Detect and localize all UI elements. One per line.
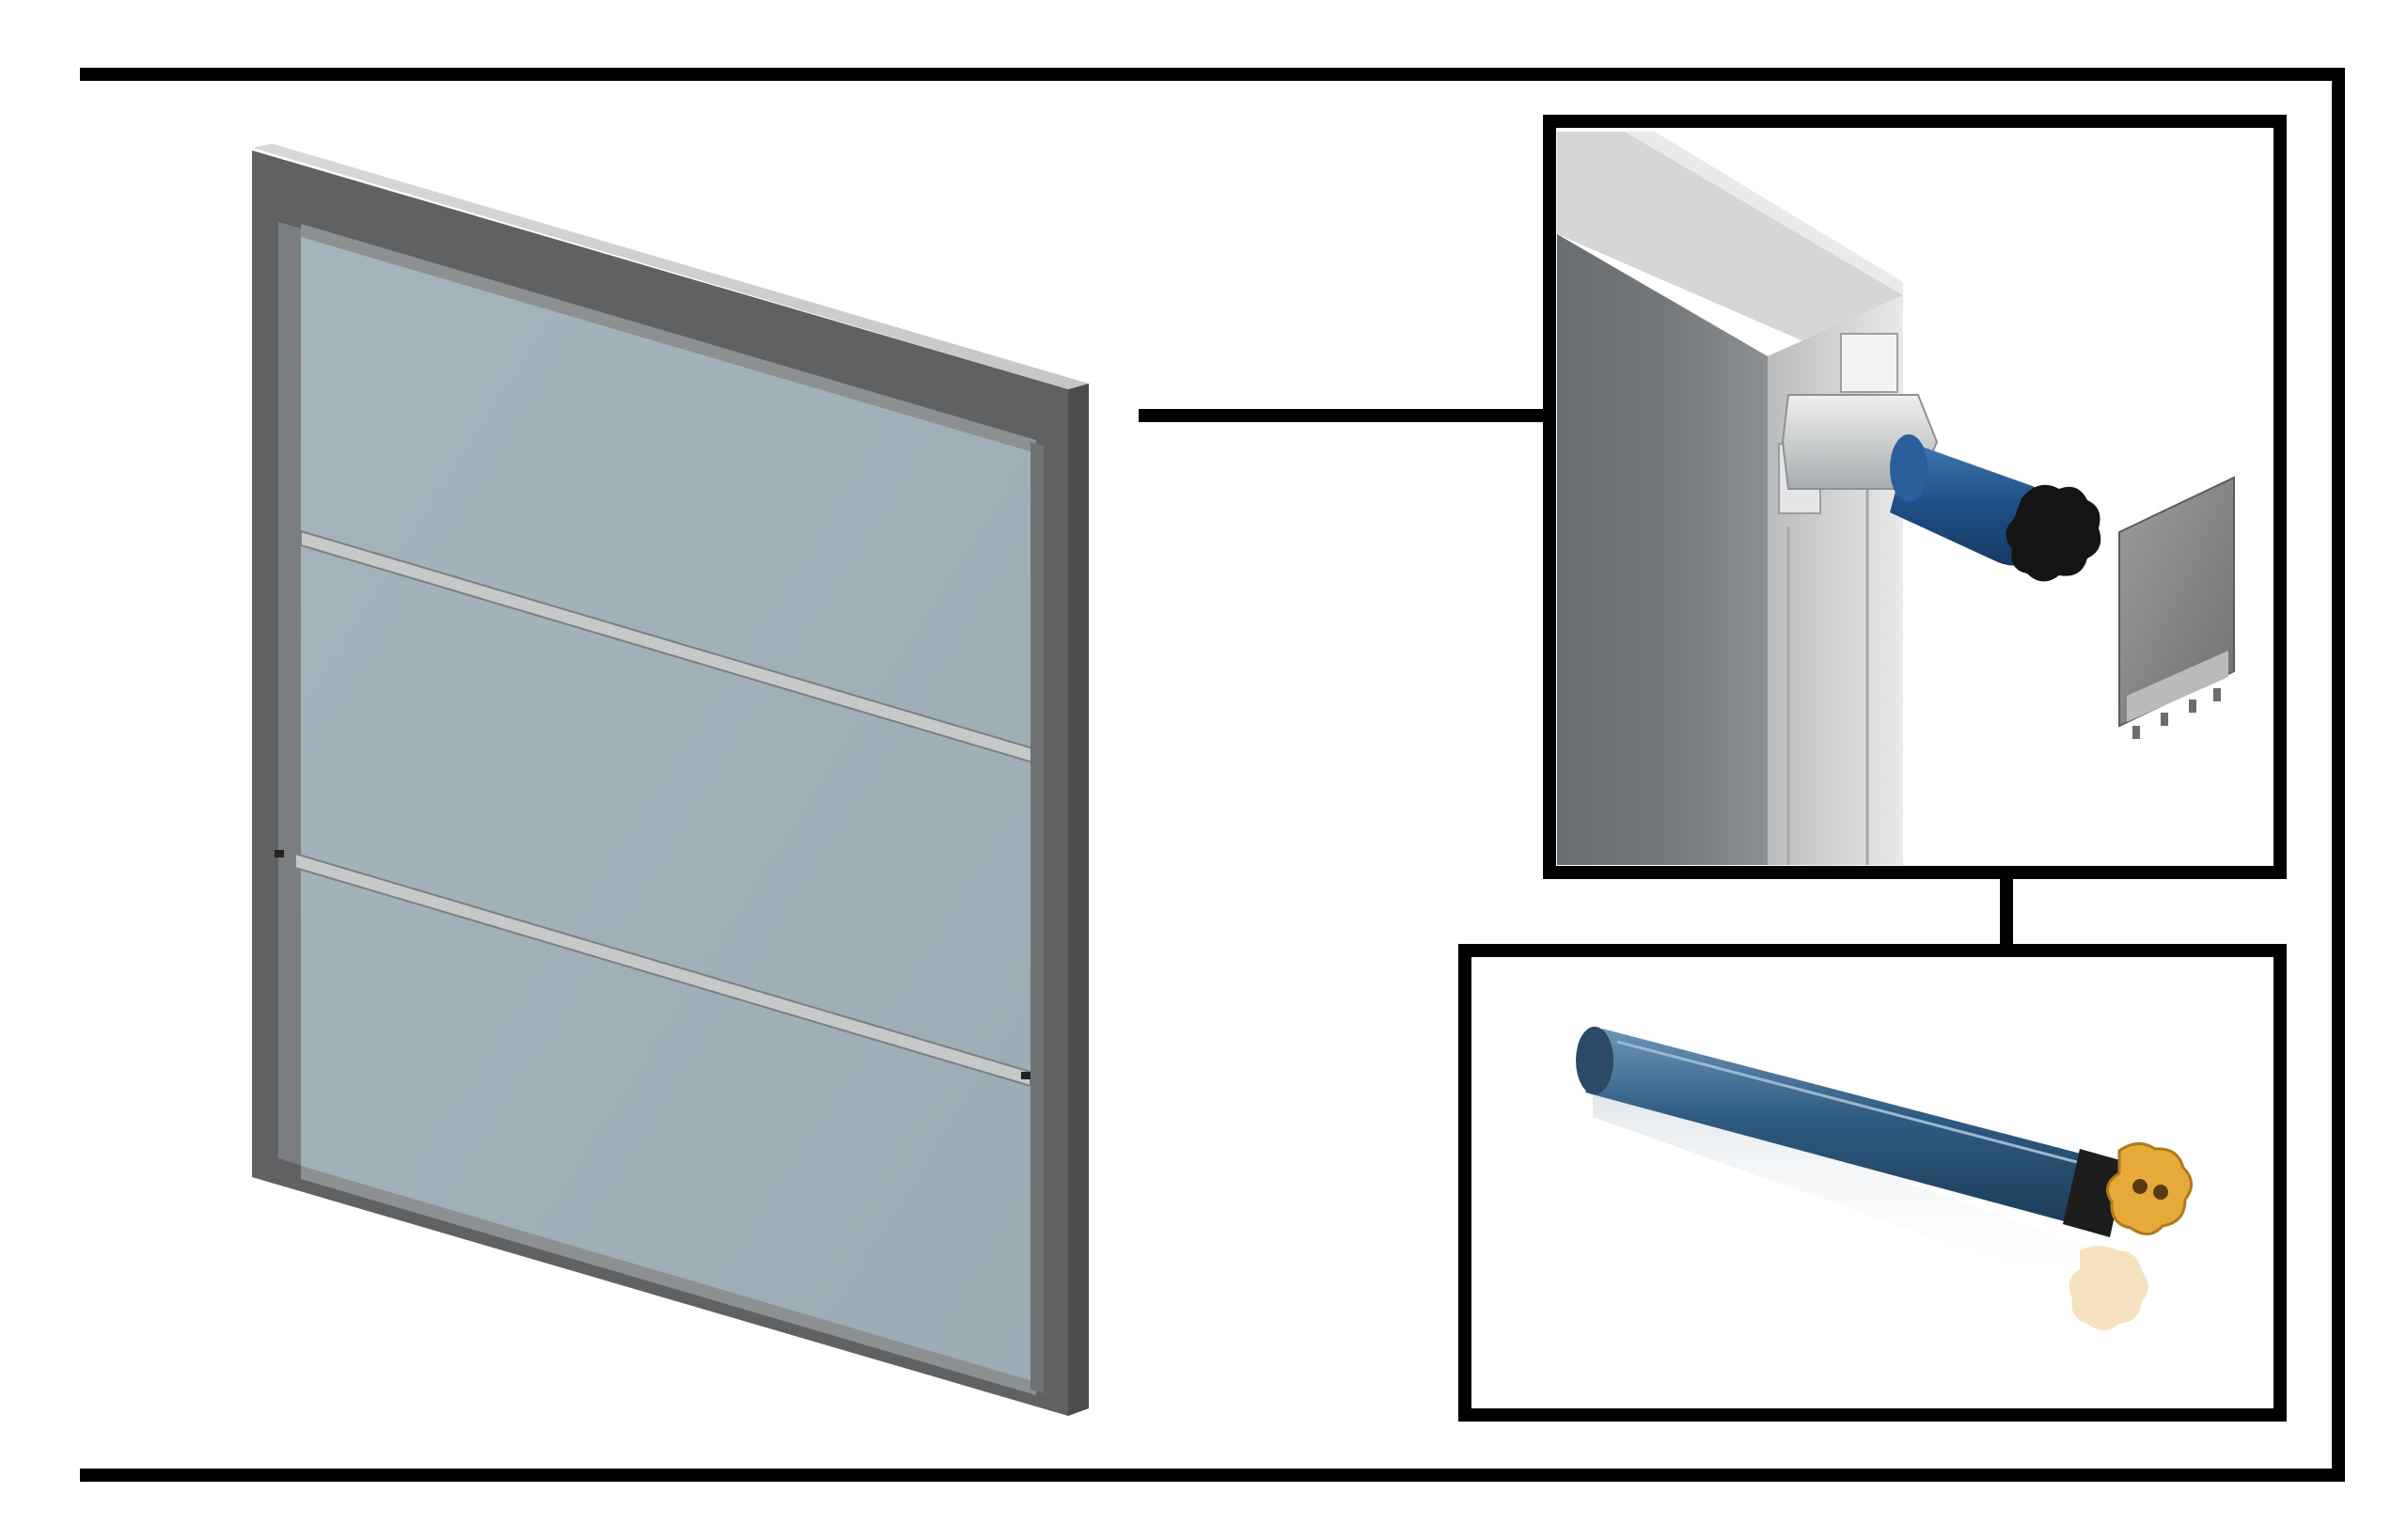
detail-profile-top-highlight <box>1625 132 1903 295</box>
detail-mounting-plate <box>2118 476 2235 739</box>
door-top-edge <box>252 144 1089 389</box>
tubular-motor-tube <box>1585 1029 2099 1226</box>
tubular-motor-end-cap <box>1576 1027 1613 1094</box>
door-right-edge <box>1068 384 1089 1416</box>
door-right-inner-band <box>1030 442 1044 1393</box>
tubular-motor-head-hole-1 <box>2132 1179 2147 1194</box>
door-glass <box>301 229 1036 1390</box>
door-bottom-rail <box>301 1166 1036 1395</box>
detail-pocket-upper <box>1840 333 1898 393</box>
tubular-motor-illustration <box>1458 944 2287 1422</box>
detail-profile-side <box>1557 234 1768 865</box>
door-hinge-mark-1 <box>275 850 284 857</box>
door-hinge-mark-2 <box>1021 1072 1030 1079</box>
detail-motor-head <box>2006 484 2101 582</box>
tubular-motor-groove <box>1616 1040 2092 1168</box>
tubular-motor-head-hole-2 <box>2153 1185 2168 1200</box>
detail-profile-top <box>1557 132 1903 356</box>
motor-header-detail-illustration <box>1543 115 2287 879</box>
outer-frame-lines <box>80 68 2345 1482</box>
tubular-motor-collar <box>2063 1149 2127 1237</box>
door-panel-illustration <box>252 144 1089 1416</box>
tubular-motor-drive-head <box>2106 1142 2193 1235</box>
door-header-rail <box>301 224 1036 453</box>
